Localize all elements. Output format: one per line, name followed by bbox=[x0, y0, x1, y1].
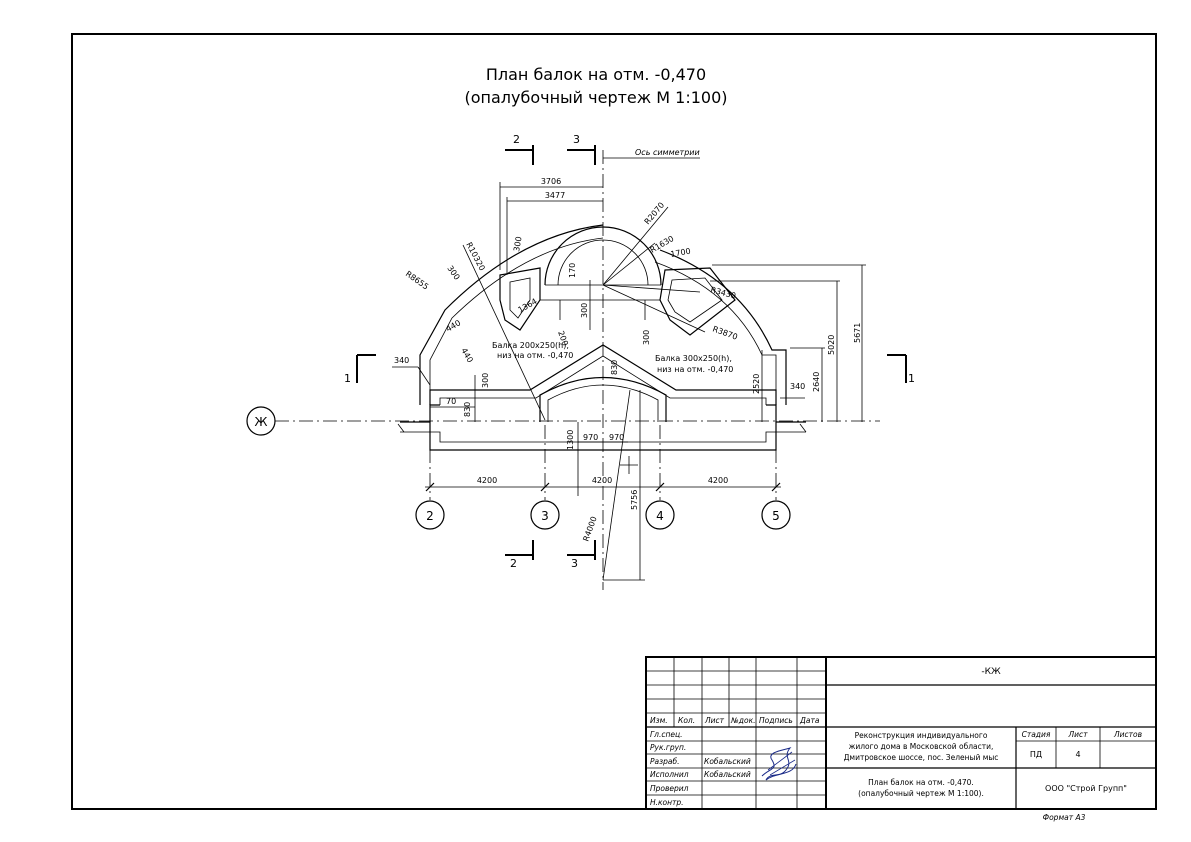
dim-340-right: 340 bbox=[790, 382, 805, 391]
symmetry-axis-label: Ось симметрии bbox=[635, 148, 700, 157]
dim-70: 70 bbox=[446, 397, 456, 406]
beam-right-label-line2: низ на отм. -0,470 bbox=[657, 365, 733, 374]
floor-plan: Ось симметрии Ж 2 3 4 5 4200 4200 4200 bbox=[246, 133, 915, 590]
dim-340-left: 340 bbox=[394, 356, 409, 365]
dim-3477: 3477 bbox=[545, 191, 565, 200]
axis-marker-4 bbox=[645, 500, 675, 530]
drawing-title-line2: (опалубочный чертеж М 1:100) bbox=[464, 88, 727, 107]
sheet-title-line2: (опалубочный чертеж М 1:100). bbox=[858, 789, 984, 798]
dim-r3430: R3430 bbox=[709, 285, 736, 300]
name-ispolnil: Кобальский bbox=[704, 770, 751, 779]
stage-value: ПД bbox=[1030, 750, 1042, 759]
col-podpis: Подпись bbox=[759, 716, 793, 725]
role-proveril: Проверил bbox=[650, 784, 689, 793]
beam-left-label-line2: низ на отм. -0,470 bbox=[497, 351, 573, 360]
svg-text:2: 2 bbox=[510, 557, 517, 570]
svg-text:3: 3 bbox=[573, 133, 580, 146]
drawing-title-line1: План балок на отм. -0,470 bbox=[486, 65, 706, 84]
project-line3: Дмитровское шоссе, пос. Зеленый мыс bbox=[844, 753, 999, 762]
section-mark-2-bottom: 2 bbox=[505, 540, 534, 570]
dim-970-a: 970 bbox=[583, 433, 598, 442]
dim-4200-c: 4200 bbox=[708, 476, 728, 485]
role-ispolnil: Исполнил bbox=[650, 770, 689, 779]
axis-label-2: 2 bbox=[426, 509, 434, 523]
axis-marker-5 bbox=[761, 500, 791, 530]
stage-label: Стадия bbox=[1022, 730, 1051, 739]
section-mark-2-top: 2 bbox=[505, 133, 534, 165]
drawing-code: -КЖ bbox=[981, 667, 1001, 677]
title-block: Изм. Кол. Лист №док. Подпись Дата Гл.спе… bbox=[645, 656, 1157, 810]
axis-label-4: 4 bbox=[656, 509, 664, 523]
role-glspec: Гл.спец. bbox=[650, 730, 683, 739]
dim-r3870: R3870 bbox=[711, 324, 738, 341]
col-ndok: №док. bbox=[730, 716, 756, 725]
project-line2: жилого дома в Московской области, bbox=[849, 742, 994, 751]
dim-1700: 1700 bbox=[670, 247, 692, 259]
dim-r8655: R8655 bbox=[404, 269, 430, 291]
role-rukgrup: Рук.груп. bbox=[650, 743, 686, 752]
dim-170: 170 bbox=[568, 263, 577, 278]
sheet-format: Формат А3 bbox=[1043, 813, 1086, 822]
axis-marker-2 bbox=[415, 500, 445, 530]
name-razrab: Кобальский bbox=[704, 757, 751, 766]
dim-300-b: 300 bbox=[445, 264, 461, 282]
signature-image bbox=[761, 746, 797, 781]
dim-r10320: R10320 bbox=[464, 241, 487, 273]
dim-r4000: R4000 bbox=[581, 515, 598, 542]
dim-440-a: 440 bbox=[445, 318, 463, 333]
sheet-frame bbox=[71, 33, 1157, 810]
dim-830-left: 830 bbox=[463, 402, 472, 417]
sheet-label: Лист bbox=[1067, 730, 1088, 739]
dim-2640: 2640 bbox=[812, 372, 821, 392]
dim-1364: 1364 bbox=[517, 297, 539, 315]
section-mark-3-top: 3 bbox=[567, 133, 596, 165]
dim-5756: 5756 bbox=[630, 490, 639, 510]
dim-5020: 5020 bbox=[827, 335, 836, 355]
svg-text:2: 2 bbox=[513, 133, 520, 146]
axis-label-zh: Ж bbox=[255, 415, 268, 429]
section-mark-1-left: 1 bbox=[344, 354, 376, 385]
dim-300-e: 300 bbox=[642, 330, 651, 345]
sheet-title-line1: План балок на отм. -0,470. bbox=[868, 778, 974, 787]
section-mark-3-bottom: 3 bbox=[567, 540, 596, 570]
project-line1: Реконструкция индивидуального bbox=[855, 731, 988, 740]
role-razrab: Разраб. bbox=[650, 757, 679, 766]
dim-5671: 5671 bbox=[853, 323, 862, 343]
dim-830-right: 830 bbox=[610, 360, 619, 375]
dim-1300: 1300 bbox=[566, 430, 575, 450]
col-izm: Изм. bbox=[650, 716, 668, 725]
dim-2520: 2520 bbox=[752, 374, 761, 394]
svg-text:1: 1 bbox=[344, 372, 351, 385]
section-mark-1-right: 1 bbox=[887, 354, 915, 385]
axis-label-3: 3 bbox=[541, 509, 549, 523]
role-nkontr: Н.контр. bbox=[650, 798, 684, 807]
axis-label-5: 5 bbox=[772, 509, 780, 523]
dim-4200-b: 4200 bbox=[592, 476, 612, 485]
sheets-label: Листов bbox=[1113, 730, 1142, 739]
axis-marker-3 bbox=[530, 500, 560, 530]
col-kol: Кол. bbox=[678, 716, 695, 725]
sheet-value: 4 bbox=[1075, 750, 1080, 759]
dim-970-b: 970 bbox=[609, 433, 624, 442]
dim-300-d: 300 bbox=[580, 303, 589, 318]
svg-text:1: 1 bbox=[908, 372, 915, 385]
dim-3706: 3706 bbox=[541, 177, 561, 186]
dim-300-left: 300 bbox=[481, 373, 490, 388]
dim-4200-a: 4200 bbox=[477, 476, 497, 485]
beam-right-label-line1: Балка 300x250(h), bbox=[655, 354, 732, 363]
col-data: Дата bbox=[799, 716, 820, 725]
dim-440-b: 440 bbox=[459, 347, 474, 365]
dim-300-c: 300 bbox=[512, 236, 524, 253]
axis-marker-zh bbox=[246, 406, 276, 436]
company-name: ООО "Строй Групп" bbox=[1045, 784, 1127, 793]
beam-left-label-line1: Балка 200x250(h), bbox=[492, 341, 569, 350]
col-list: Лист bbox=[704, 716, 725, 725]
svg-text:3: 3 bbox=[571, 557, 578, 570]
